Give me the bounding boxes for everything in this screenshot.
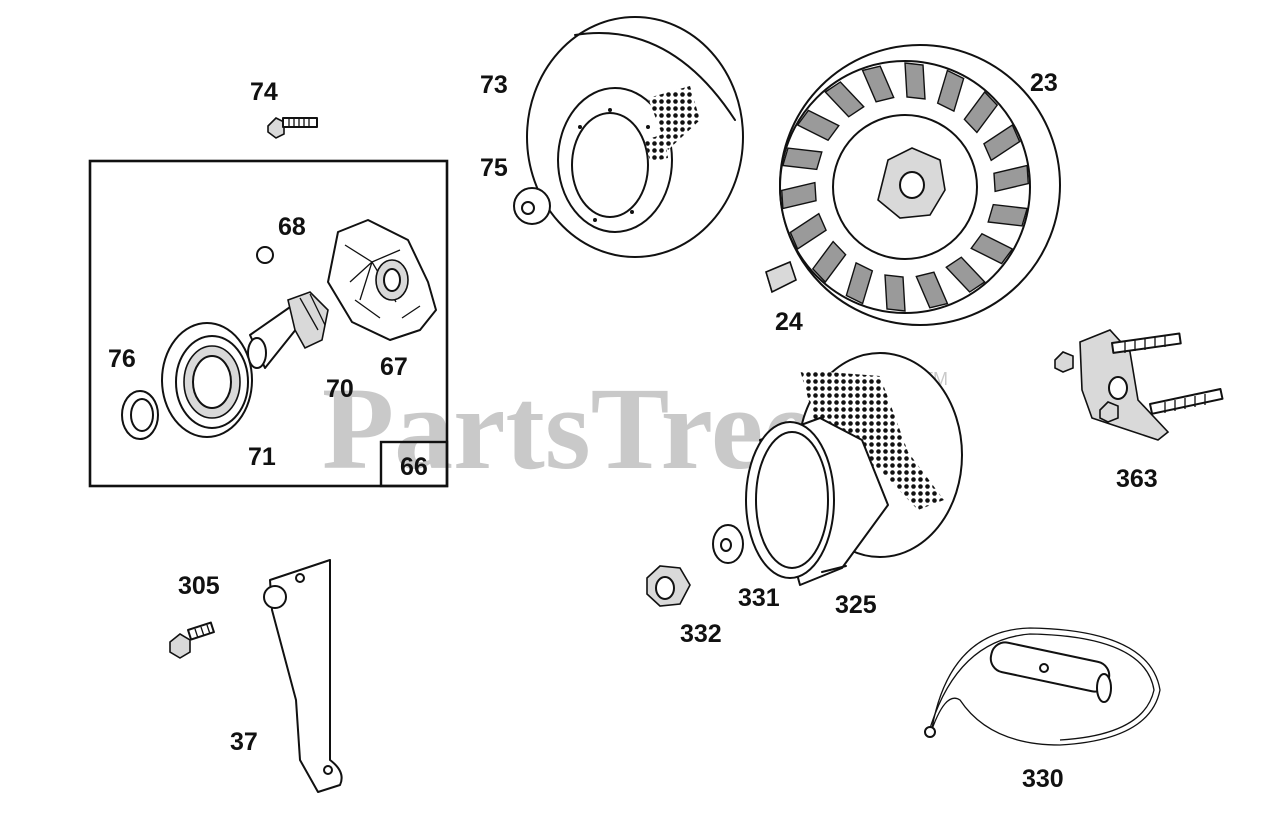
screen-disk-73[interactable] — [526, 16, 744, 258]
key-24[interactable] — [765, 260, 797, 294]
ground-wire-330[interactable] — [924, 627, 1161, 746]
label-24: 24 — [775, 308, 803, 336]
bolt-305[interactable] — [169, 621, 215, 659]
watermark: PartsTree — [322, 363, 816, 494]
flywheel-23[interactable] — [778, 44, 1061, 326]
washer-331[interactable] — [712, 524, 744, 564]
washer-76[interactable] — [121, 390, 159, 440]
label-363: 363 — [1116, 465, 1158, 493]
bracket-37[interactable] — [263, 559, 343, 793]
puller-363[interactable] — [1054, 329, 1224, 441]
label-70: 70 — [326, 375, 354, 403]
label-330: 330 — [1022, 765, 1064, 793]
label-71: 71 — [248, 443, 276, 471]
bolt-74[interactable] — [267, 117, 318, 139]
label-68: 68 — [278, 213, 306, 241]
label-75: 75 — [480, 154, 508, 182]
label-325: 325 — [835, 591, 877, 619]
label-332: 332 — [680, 620, 722, 648]
screen-cup-325[interactable] — [745, 352, 963, 586]
label-74: 74 — [250, 78, 278, 106]
hub-70[interactable] — [247, 291, 329, 369]
ball-68[interactable] — [256, 246, 274, 264]
label-76: 76 — [108, 345, 136, 373]
starter-cup-67[interactable] — [327, 219, 437, 341]
label-73: 73 — [480, 71, 508, 99]
label-37: 37 — [230, 728, 258, 756]
pulley-71[interactable] — [161, 322, 253, 438]
label-331: 331 — [738, 584, 780, 612]
washer-75[interactable] — [513, 187, 551, 225]
nut-332[interactable] — [646, 565, 691, 607]
label-305: 305 — [178, 572, 220, 600]
label-67: 67 — [380, 353, 408, 381]
label-23: 23 — [1030, 69, 1058, 97]
kit-frame-66 — [88, 159, 449, 488]
label-66: 66 — [400, 453, 428, 481]
